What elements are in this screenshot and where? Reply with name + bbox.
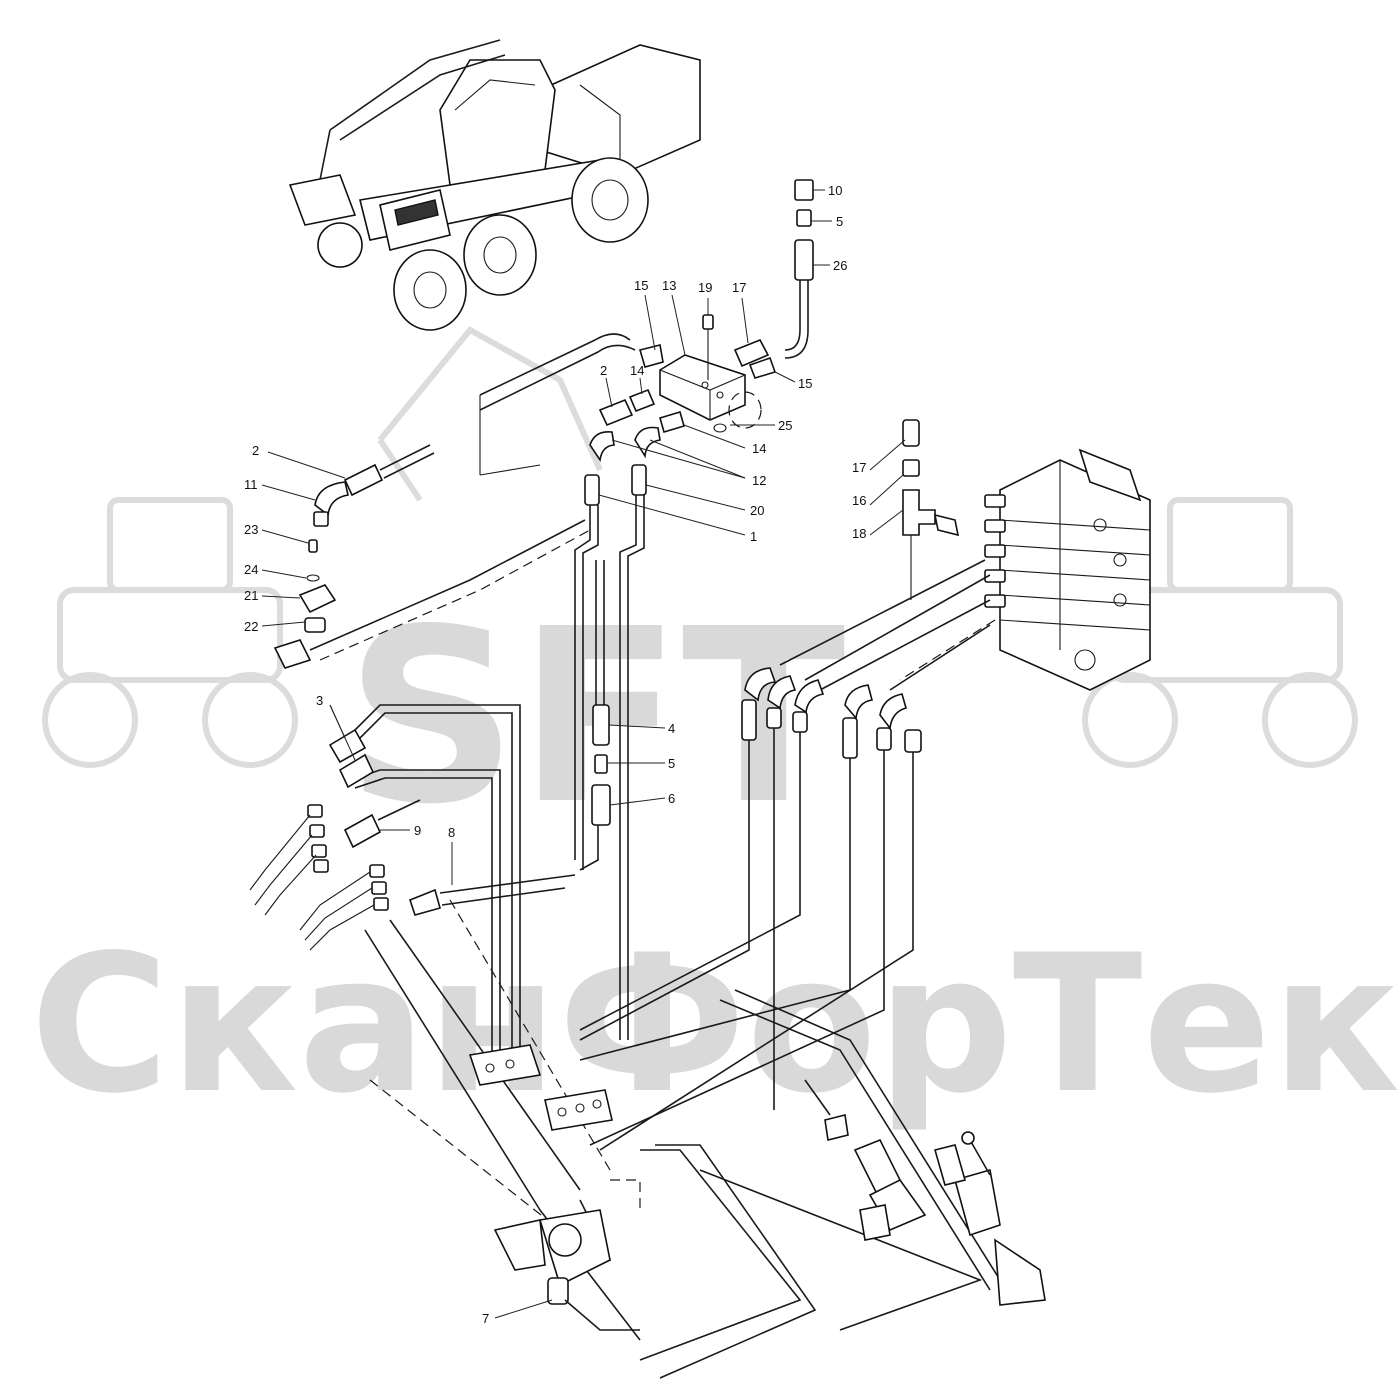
watermark-excavator	[377, 326, 603, 502]
callout-12: 12	[752, 473, 766, 488]
hose-end-7	[547, 1277, 569, 1305]
hose-end-11	[313, 511, 329, 527]
callout-labels: 10 5 26 15 13 19 17 15 2 14 25 14 12 20 …	[244, 183, 866, 1326]
callout-11: 11	[244, 477, 258, 492]
callout-22: 22	[244, 619, 258, 634]
callout-8: 8	[448, 825, 455, 840]
nut-10	[794, 179, 814, 201]
callout-2: 2	[252, 443, 259, 458]
tee-18	[902, 489, 936, 536]
callout-17: 17	[732, 280, 746, 295]
washer-24	[306, 574, 320, 582]
callout-5: 5	[836, 214, 843, 229]
screw-23	[308, 539, 318, 553]
mount-plate-upper	[468, 1044, 542, 1086]
callout-21: 21	[244, 588, 258, 603]
hose-end-26	[794, 239, 814, 281]
callout-16: 16	[852, 493, 866, 508]
hose-end-1	[584, 474, 600, 506]
adapter-5	[594, 754, 608, 774]
callout-26: 26	[833, 258, 847, 273]
hose-end-20	[631, 464, 647, 496]
bolt-19	[702, 314, 714, 330]
callout-5: 5	[668, 756, 675, 771]
callout-1: 1	[750, 529, 757, 544]
hose-26-assembly	[784, 179, 814, 359]
fitting-17	[733, 338, 770, 368]
callout-25: 25	[778, 418, 792, 433]
fitting-17-right	[902, 419, 920, 447]
callout-17: 17	[852, 460, 866, 475]
callout-14: 14	[752, 441, 766, 456]
hose-end-2-upper	[598, 398, 634, 427]
callout-23: 23	[244, 522, 258, 537]
callout-19: 19	[698, 280, 712, 295]
callout-14: 14	[630, 363, 644, 378]
callout-24: 24	[244, 562, 258, 577]
fitting-14-lower	[659, 411, 685, 433]
nut-16	[902, 459, 920, 477]
watermark-tractor-left	[42, 497, 298, 768]
left-fitting-group	[273, 444, 591, 669]
hose-end-8	[409, 888, 441, 916]
hose-end-2-left	[343, 463, 384, 497]
callout-10: 10	[828, 183, 842, 198]
hose-end-3b	[338, 753, 375, 789]
handle-assembly	[954, 1168, 1001, 1237]
elbow-12-right	[634, 426, 661, 459]
left-fitting-stack	[249, 804, 389, 951]
callout-15: 15	[634, 278, 648, 293]
leader-lines	[261, 189, 906, 1319]
callout-20: 20	[750, 503, 764, 518]
hose-block-left	[479, 333, 636, 476]
valve-bank-hoses	[579, 559, 996, 1151]
callout-13: 13	[662, 278, 676, 293]
hose-end-6	[591, 784, 611, 826]
callout-9: 9	[414, 823, 421, 838]
plate-21	[298, 584, 337, 614]
fittings-under-block	[574, 388, 685, 1040]
hose-end-4	[592, 704, 610, 746]
adapter-5-top	[796, 209, 812, 227]
valve-bank-tee-group	[902, 419, 960, 600]
callout-7: 7	[482, 1311, 489, 1326]
callout-3: 3	[316, 693, 323, 708]
callout-6: 6	[668, 791, 675, 806]
hose-end-3a	[328, 728, 367, 764]
elbow-11	[314, 481, 349, 517]
valve-block-13	[638, 314, 777, 433]
center-hose-4-5-6	[579, 560, 611, 871]
callout-2: 2	[600, 363, 607, 378]
callout-15: 15	[798, 376, 812, 391]
watermark: SFT СканФорТек	[30, 326, 1400, 1135]
left-lower-hoses	[249, 704, 576, 1060]
fitting-15-left	[638, 344, 664, 368]
callout-18: 18	[852, 526, 866, 541]
hose-end-9	[343, 813, 382, 849]
forestry-machine-illustration	[288, 39, 701, 331]
control-valve-bank	[984, 448, 1151, 691]
elbow-12-left	[589, 430, 615, 463]
callout-4: 4	[668, 721, 675, 736]
crane-base-structure	[364, 899, 1046, 1379]
flange-22	[304, 617, 326, 633]
o-ring-25	[713, 423, 727, 433]
